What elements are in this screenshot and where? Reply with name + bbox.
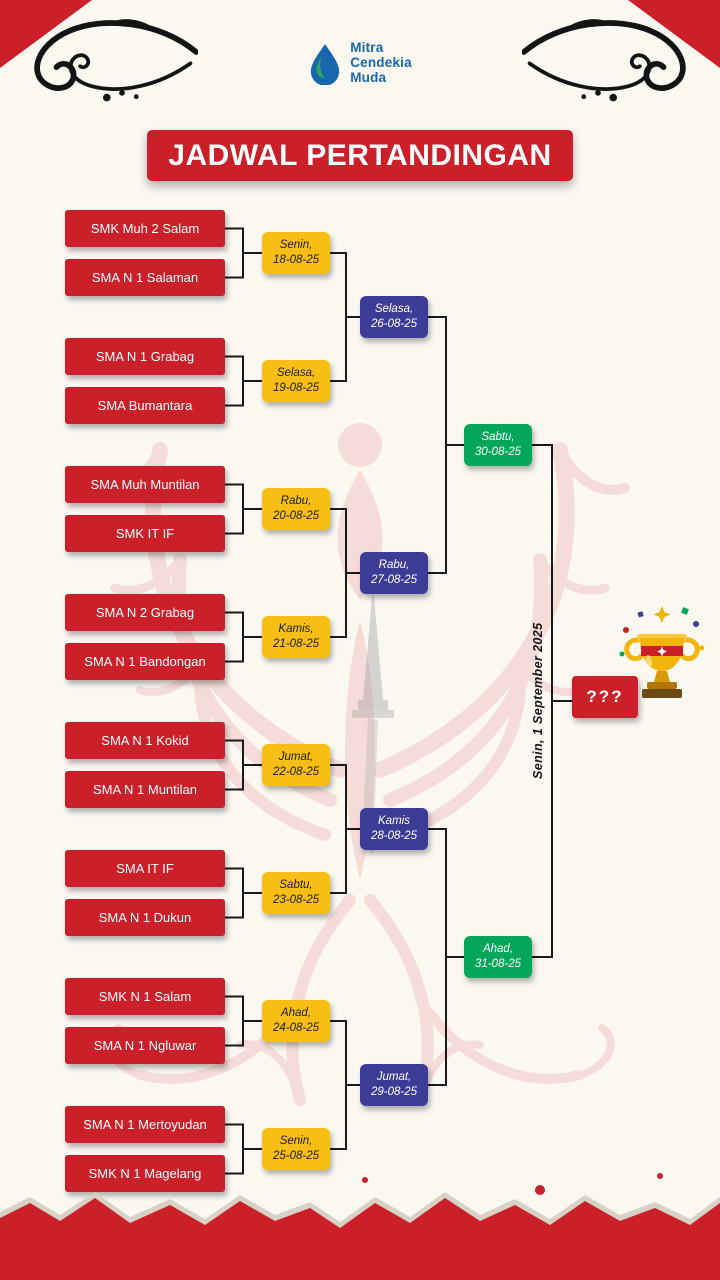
quarterfinal-date-box: Jumat, 29-08-25 [360,1064,428,1106]
match-day: Ahad, [482,943,514,956]
trophy-icon [619,606,705,698]
match-date-box: Senin, 25-08-25 [262,1128,330,1170]
match-date: 30-08-25 [474,446,522,458]
match-day: Sabtu, [481,431,515,444]
match-date: 26-08-25 [370,318,418,330]
team-box: SMA N 1 Muntilan [65,771,225,808]
match-date-box: Rabu, 20-08-25 [262,488,330,530]
match-day: Rabu, [378,559,410,572]
match-date: 18-08-25 [272,254,320,266]
match-date: 27-08-25 [370,574,418,586]
match-day: Jumat, [278,751,314,764]
final-schedule-text: Senin, 1 September 2025 [531,622,545,780]
team-box: SMA N 2 Grabag [65,594,225,631]
torn-paper-edge [0,1173,720,1280]
match-date: 21-08-25 [272,638,320,650]
team-box: SMA Muh Muntilan [65,466,225,503]
team-box: SMA N 1 Bandongan [65,643,225,680]
flourish-ornament-right-icon [522,19,686,102]
quarterfinal-date-box: Rabu, 27-08-25 [360,552,428,594]
team-box: SMA Bumantara [65,387,225,424]
team-box: SMA N 1 Ngluwar [65,1027,225,1064]
match-day: Kamis, [278,623,314,636]
match-date-box: Selasa, 19-08-25 [262,360,330,402]
team-box: SMK N 1 Magelang [65,1155,225,1192]
champion-box: ??? [572,676,638,718]
match-day: Rabu, [280,495,312,508]
match-date: 19-08-25 [272,382,320,394]
match-date: 25-08-25 [272,1150,320,1162]
team-box: SMA N 1 Grabag [65,338,225,375]
match-date-box: Jumat, 22-08-25 [262,744,330,786]
match-date: 23-08-25 [272,894,320,906]
logo-line-2: Cendekia [350,55,412,71]
logo-text: Mitra Cendekia Muda [350,40,412,85]
match-day: Selasa, [276,367,316,380]
match-day: Kamis [378,815,410,828]
quarterfinal-date-box: Selasa, 26-08-25 [360,296,428,338]
semifinal-date-box: Sabtu, 30-08-25 [464,424,532,466]
match-date-box: Kamis, 21-08-25 [262,616,330,658]
match-day: Ahad, [280,1007,312,1020]
logo-line-3: Muda [350,70,387,86]
semifinal-date-box: Ahad, 31-08-25 [464,936,532,978]
match-day: Senin, [279,239,313,252]
match-date: 24-08-25 [272,1022,320,1034]
team-box: SMA N 1 Kokid [65,722,225,759]
team-box: SMA IT IF [65,850,225,887]
logo-drop-icon [311,43,340,85]
corner-ribbon-right-icon [628,0,720,68]
match-date: 31-08-25 [474,958,522,970]
flourish-ornament-left-icon [34,19,198,102]
match-date-box: Sabtu, 23-08-25 [262,872,330,914]
match-day: Senin, [279,1135,313,1148]
logo-line-1: Mitra [350,40,384,55]
team-box: SMK Muh 2 Salam [65,210,225,247]
team-box: SMA N 1 Salaman [65,259,225,296]
team-box: SMA N 1 Dukun [65,899,225,936]
team-box: SMK IT IF [65,515,225,552]
team-box: SMA N 1 Mertoyudan [65,1106,225,1143]
page-title: JADWAL PERTANDINGAN [147,130,573,181]
match-date-box: Ahad, 24-08-25 [262,1000,330,1042]
corner-ribbon-left-icon [0,0,92,68]
match-date: 29-08-25 [370,1086,418,1098]
match-day: Jumat, [376,1071,412,1084]
match-date: 20-08-25 [272,510,320,522]
match-date-box: Senin, 18-08-25 [262,232,330,274]
match-day: Selasa, [374,303,414,316]
match-date: 22-08-25 [272,766,320,778]
match-day: Sabtu, [279,879,313,892]
team-box: SMK N 1 Salam [65,978,225,1015]
logo: Mitra Cendekia Muda [0,40,720,85]
quarterfinal-date-box: Kamis 28-08-25 [360,808,428,850]
match-date: 28-08-25 [370,830,418,842]
